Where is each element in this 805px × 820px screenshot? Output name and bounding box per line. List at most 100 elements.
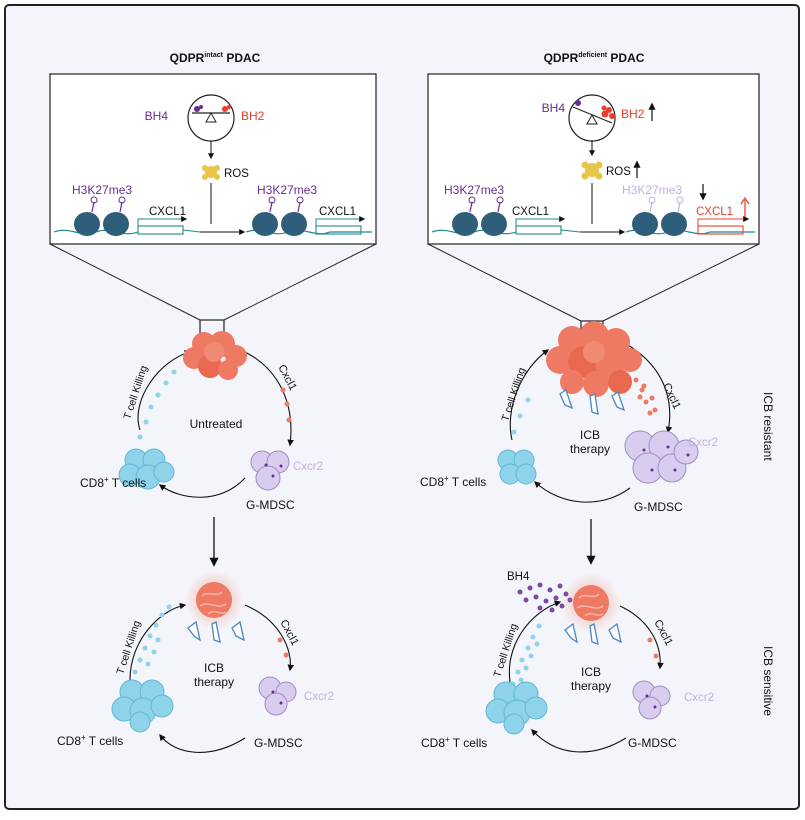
right-mark1-label: H3K27me3 [444,183,504,197]
right-bottom-cycle [508,600,664,753]
antibody-icon [559,388,574,410]
right-bottom-therapy-label2: therapy [571,679,611,693]
right-bottom-bh4-label: BH4 [507,571,530,583]
left-mark1-label: H3K27me3 [72,183,132,197]
right-bottom-mdsc-icon [632,680,671,720]
bh2-molecule-icon [222,106,228,112]
nucleosome-icon [74,212,100,236]
left-top-mdsc-icon [250,450,290,491]
right-top-tcell-icon [497,449,537,485]
right-top-chemokine-dots [633,377,658,416]
side-label-resistant: ICB resistant [761,392,775,461]
antibody-icon [608,622,622,644]
left-bottom-killing-dots [132,604,172,675]
right-bottom-tcell-icon [485,681,548,735]
left-top-mdsc-label: G-MDSC [246,498,295,512]
left-chromatin-after [245,196,372,236]
right-bottom-mdsc-label: G-MDSC [628,736,677,750]
right-title-rest: PDAC [607,51,645,65]
right-top-tcells-label: CD8+ T cells [420,474,486,489]
left-ros-label: ROS [224,168,249,180]
nucleosome-icon [452,212,478,236]
left-top-killing-dots [137,369,177,440]
gene-box-icon [697,225,744,235]
antibody-icon [211,621,221,643]
left-top-chemokine-dots [280,387,292,423]
antibody-icon [187,620,201,642]
left-top-tcells-label: CD8+ T cells [80,475,146,490]
left-title: QDPRintact PDAC [170,51,261,65]
right-gene1-label: CXCL1 [512,206,549,218]
bh4-molecule-icon [194,106,200,112]
svg-text:QDPRdeficient PDAC: QDPRdeficient PDAC [544,51,645,65]
right-bottom-antibody-icons [564,622,622,645]
right-ros-icon [581,161,603,180]
left-bottom-antibody-icons [187,620,245,643]
right-zoom-line [427,243,582,322]
right-top-tumor-icon [546,321,642,397]
right-gene2-label: CXCL1 [696,206,733,218]
left-bottom-tcell-icon [111,679,174,733]
left-top-receptor-label: Cxcr2 [293,461,323,473]
right-bh2-label: BH2 [621,107,645,121]
right-bottom-tumor-icon [573,585,609,621]
antibody-icon [564,622,578,644]
nucleosome-icon [103,212,129,236]
left-zoom-line [49,243,201,321]
left-bottom-mdsc-label: G-MDSC [254,736,303,750]
right-bottom-therapy-label1: ICB [581,665,601,679]
left-top-tcell-icon [118,448,175,490]
right-bottom-chemokine-dots [647,637,659,659]
right-ros-label: ROS [606,166,631,178]
antibody-icon [589,393,599,415]
left-top-center-label: Untreated [190,417,243,431]
antibody-icon [611,390,626,412]
gene-box-icon [315,225,362,235]
left-bottom-tcells-label: CD8+ T cells [57,733,123,748]
nucleosome-icon [481,212,507,236]
side-label-sensitive: ICB sensitive [761,646,775,716]
nucleosome-icon [252,212,278,236]
left-mark2-label: H3K27me3 [257,183,317,197]
left-zoom-line [223,243,377,321]
left-bottom-therapy-label2: therapy [194,675,234,689]
left-bottom-receptor-label: Cxcr2 [304,691,334,703]
left-gene1-label: CXCL1 [149,206,186,218]
left-bh4-label: BH4 [145,109,169,123]
bh2-molecule-icon [601,110,609,118]
right-title-main: QDPR [544,51,579,65]
left-chromatin-before [53,196,201,236]
right-top-mdsc-icon [624,430,699,484]
left-bh2-label: BH2 [241,109,265,123]
right-bottom-tcells-label: CD8+ T cells [421,735,487,750]
right-bottom-receptor-label: Cxcr2 [684,692,714,704]
left-bottom-therapy-label1: ICB [204,661,224,675]
right-zoom-line [602,243,760,322]
nucleosome-icon [661,212,687,236]
left-top-tumor-icon [183,331,247,380]
right-top-therapy-label1: ICB [580,428,600,442]
right-top-killing-dots [511,397,531,435]
right-balance [568,94,616,142]
antibody-icon [589,623,599,645]
nucleosome-icon [281,212,307,236]
svg-text:QDPRintact PDAC: QDPRintact PDAC [170,51,261,65]
left-title-rest: PDAC [223,51,261,65]
nucleosome-icon [632,212,658,236]
right-top-mdsc-label: G-MDSC [634,500,683,514]
left-title-main: QDPR [170,51,205,65]
right-mark2-label: H3K27me3 [622,183,682,197]
antibody-icon [231,620,245,642]
right-title: QDPRdeficient PDAC [544,51,645,65]
left-bottom-chemokine-dots [277,637,289,658]
left-balance [187,94,235,142]
right-chromatin-after [625,196,755,236]
bh4-molecule-icon [575,100,581,106]
right-top-receptor-label: Cxcr2 [688,437,718,449]
right-top-therapy-label2: therapy [570,442,610,456]
left-bottom-cycle [129,602,295,753]
right-top-antibody-icons [559,388,626,415]
left-gene2-label: CXCL1 [319,206,356,218]
